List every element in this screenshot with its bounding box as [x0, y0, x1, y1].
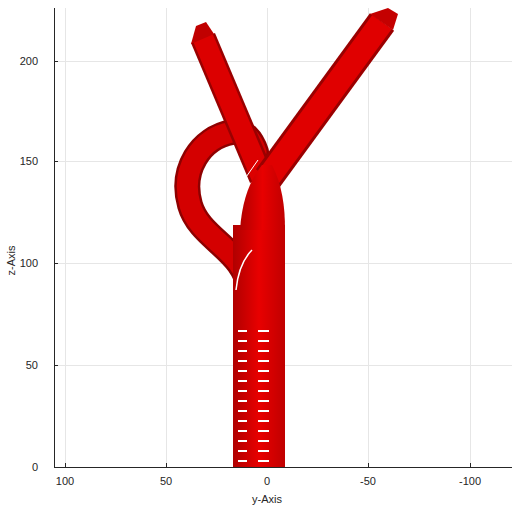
axis-title: z-Axis — [7, 245, 18, 275]
tick-label: 0 — [264, 476, 270, 487]
tube-dash — [258, 440, 269, 442]
tube-dash — [258, 430, 269, 432]
tick-label: 0 — [32, 462, 38, 473]
tube-dash — [258, 390, 269, 392]
tube-dash — [258, 340, 269, 342]
tube-dash — [238, 450, 247, 452]
tube-dash — [238, 370, 247, 372]
tube-dash — [258, 410, 269, 412]
tube-dash — [238, 380, 247, 382]
tick-label: 150 — [20, 156, 38, 167]
tube-dash — [258, 420, 269, 422]
grid — [54, 8, 512, 467]
tick-label: 100 — [56, 476, 74, 487]
tube-dash — [258, 370, 269, 372]
tube-dash — [258, 350, 269, 352]
tube-dashes — [238, 330, 269, 462]
tick-label: 50 — [160, 476, 172, 487]
tick-label: -50 — [360, 476, 376, 487]
tick-label: 200 — [20, 56, 38, 67]
tick-label: 50 — [26, 360, 38, 371]
axes — [54, 8, 512, 468]
tube-dash — [258, 330, 269, 332]
vessel-tube — [187, 8, 398, 467]
tube-dash — [238, 350, 247, 352]
tube-dash — [238, 360, 247, 362]
tube-dash — [238, 330, 247, 332]
tube-dash — [258, 460, 269, 462]
tube-dash — [238, 440, 247, 442]
tube-dash — [258, 360, 269, 362]
tube-dash — [238, 430, 247, 432]
tube-dash — [238, 460, 247, 462]
tube-dash — [238, 420, 247, 422]
tube-dash — [238, 390, 247, 392]
tick-label: -100 — [459, 476, 481, 487]
tube-dash — [258, 400, 269, 402]
tube-dash — [258, 380, 269, 382]
tube-dash — [238, 400, 247, 402]
tick-label: 100 — [20, 258, 38, 269]
tube-dash — [258, 450, 269, 452]
tube-dash — [238, 340, 247, 342]
tube-dash — [238, 410, 247, 412]
axis-title: y-Axis — [252, 494, 282, 505]
